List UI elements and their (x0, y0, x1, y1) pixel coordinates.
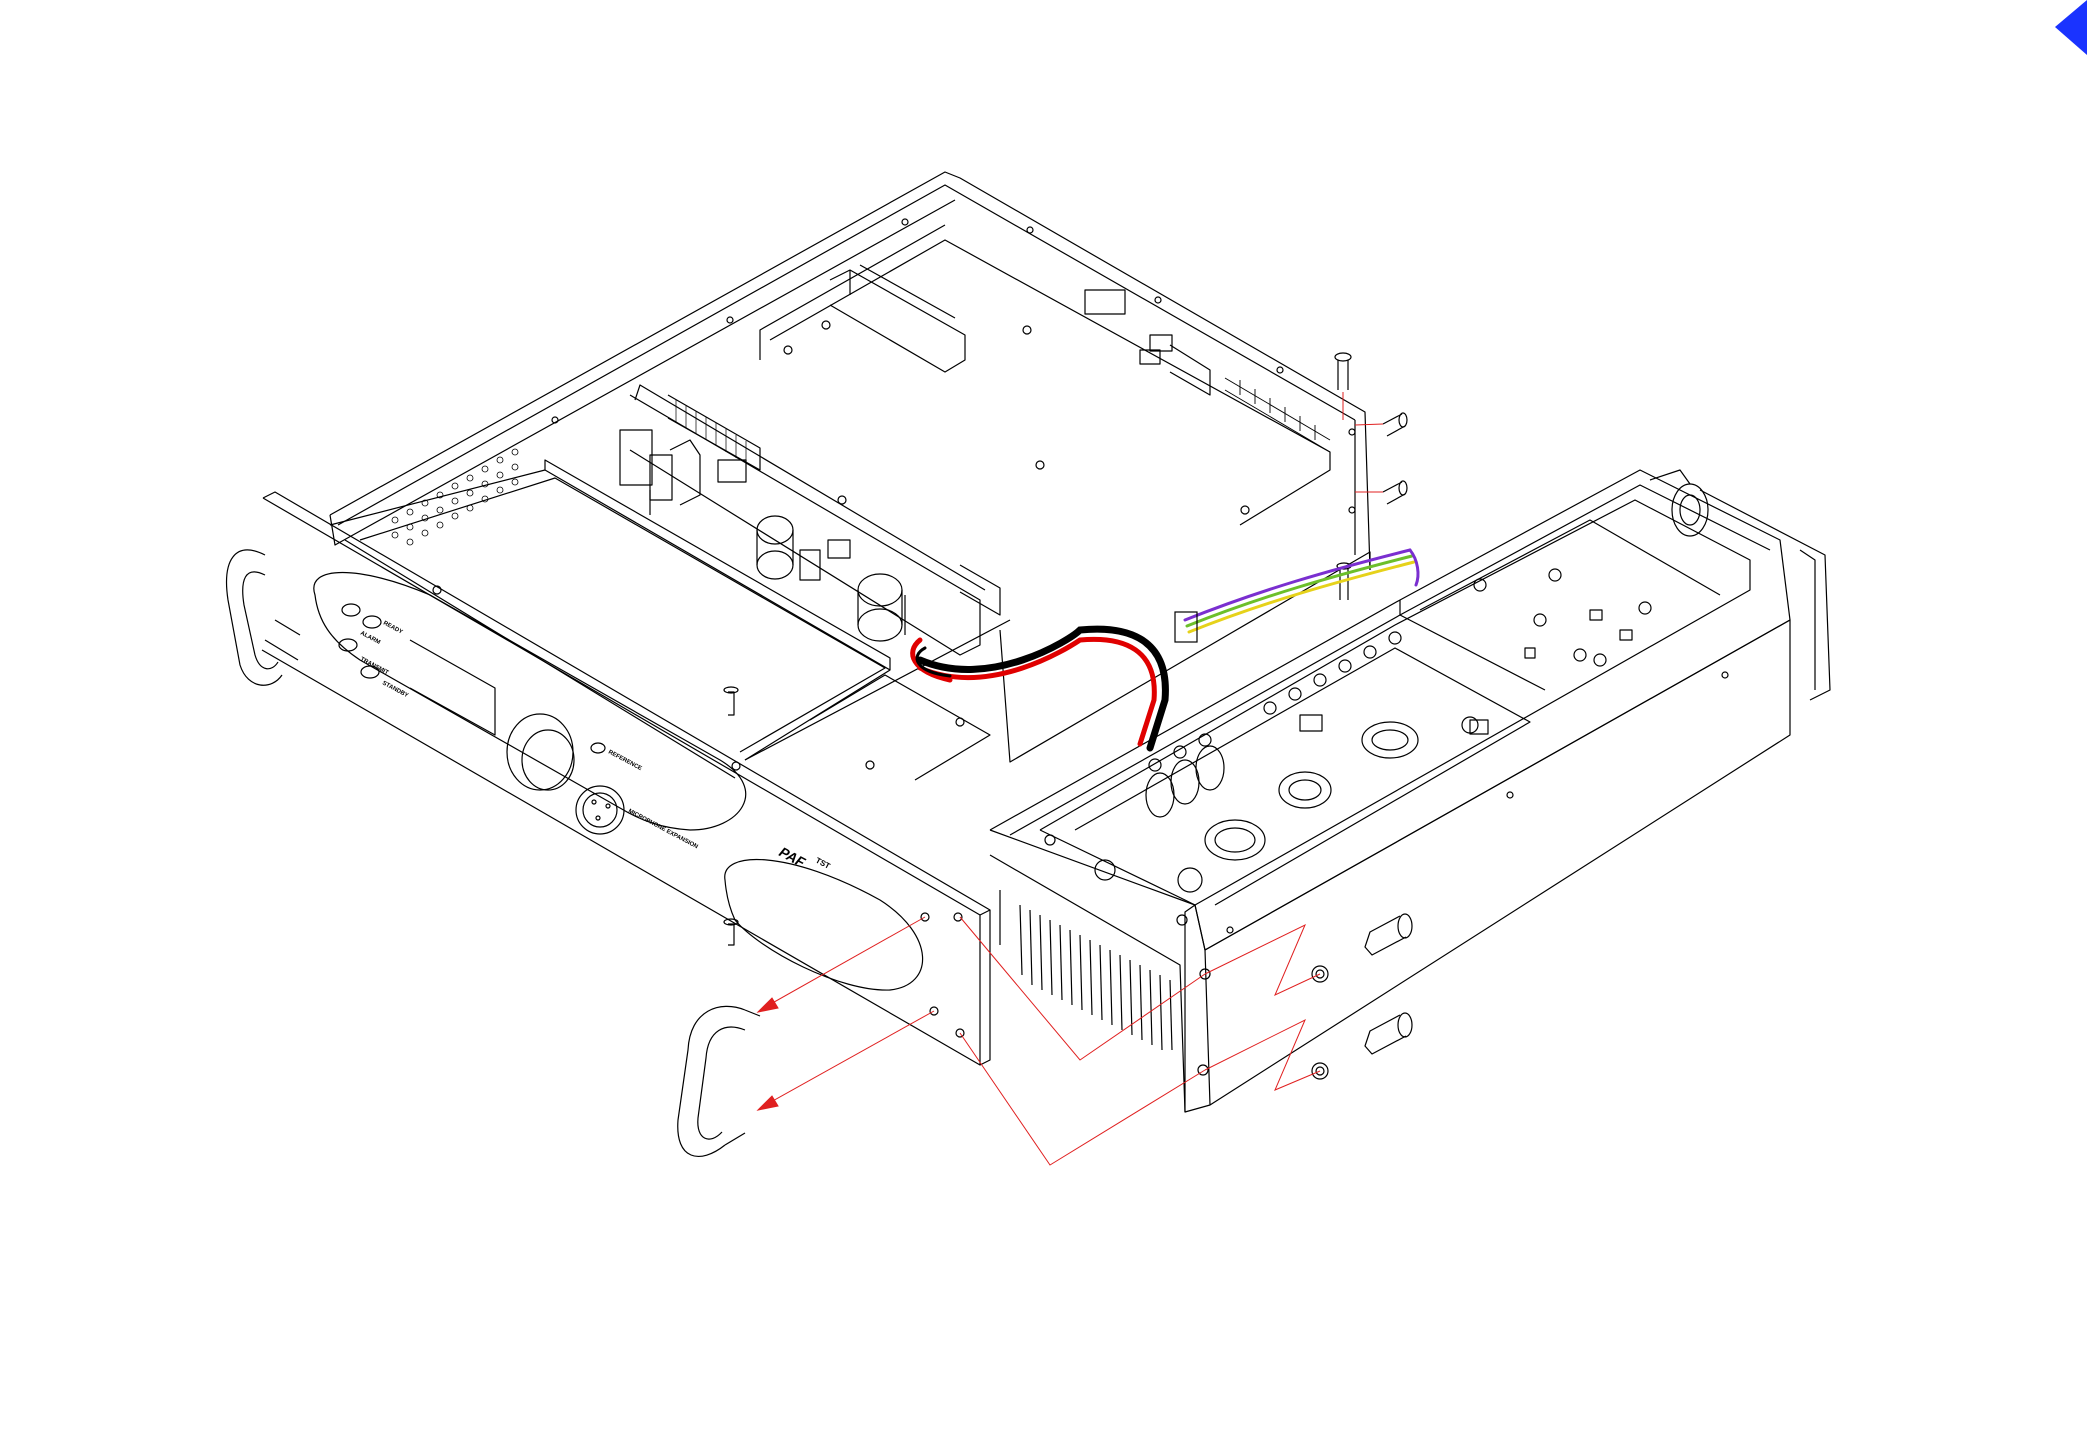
brand-logo: PAF (777, 844, 809, 871)
main-chassis (330, 172, 1370, 778)
indicator-label-ready: READY (382, 620, 403, 635)
signal-wire-harness (1175, 550, 1418, 642)
explode-lines (758, 392, 1383, 1165)
indicator-label-alarm: ALARM (359, 630, 381, 645)
handle-exploded (678, 1006, 760, 1156)
indicator-label-transmit: TRANSMIT (359, 656, 389, 676)
vent-grid (392, 449, 518, 545)
indicator-label-standby: STANDBY (381, 680, 409, 699)
reference-label: REFERENCE (607, 749, 642, 772)
screws (1312, 353, 1412, 1079)
heat-sink (1000, 890, 1172, 1050)
front-panel (262, 492, 990, 1065)
power-cable (913, 629, 1166, 748)
brand-logo-suffix: TST (814, 856, 832, 871)
